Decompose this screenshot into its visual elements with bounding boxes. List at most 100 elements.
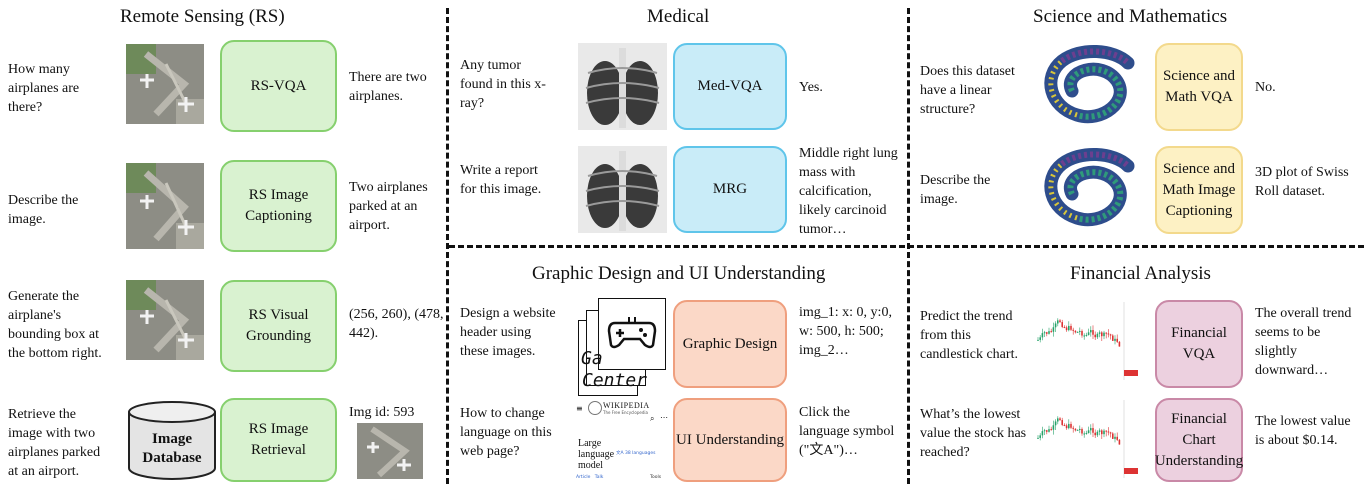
menu-icon: ≡ bbox=[576, 404, 583, 413]
airport-image bbox=[357, 423, 423, 479]
price-tag bbox=[1124, 370, 1138, 376]
wiki-subtitle: The Free Encyclopedia bbox=[603, 410, 648, 415]
rs-ret-task: RS Image Retrieval bbox=[220, 398, 337, 482]
candle-body bbox=[1063, 326, 1066, 328]
fin-chart-task: Financial Chart Understanding bbox=[1155, 398, 1243, 482]
wikipedia-screenshot: ≡ WIKIPEDIA The Free Encyclopedia ⌕ ⋯ La… bbox=[574, 398, 668, 484]
rs-cap-task: RS Image Captioning bbox=[220, 160, 337, 252]
candle-body bbox=[1112, 433, 1114, 439]
candle-body bbox=[1039, 435, 1041, 438]
swiss-roll-plot bbox=[1032, 144, 1140, 236]
sci-cap-task: Science and Math Image Captioning bbox=[1155, 146, 1243, 234]
candle-body bbox=[1037, 339, 1039, 341]
rs-grd-task: RS Visual Grounding bbox=[220, 280, 337, 372]
candle-body bbox=[1068, 325, 1070, 331]
candle-body bbox=[1063, 424, 1066, 426]
section-title-medical: Medical bbox=[647, 6, 710, 27]
candle-body bbox=[1074, 330, 1077, 333]
med-mrg-answer: Middle right lung mass with calcificatio… bbox=[799, 146, 898, 237]
fin-vqa-answer: The overall trend seems to be slightly d… bbox=[1255, 306, 1352, 378]
candle-body bbox=[1085, 334, 1088, 336]
candle-body bbox=[1083, 335, 1085, 337]
candle-body bbox=[1114, 338, 1116, 341]
candle-body bbox=[1057, 418, 1059, 422]
candle-body bbox=[1112, 335, 1114, 341]
candle-body bbox=[1068, 423, 1070, 429]
sci-cap-answer: 3D plot of Swiss Roll dataset. bbox=[1255, 165, 1349, 199]
article-title: Large language model bbox=[578, 438, 615, 471]
airport-image bbox=[126, 280, 204, 360]
candle-body bbox=[1103, 430, 1105, 435]
candle-body bbox=[1037, 437, 1039, 439]
candle-body bbox=[1087, 332, 1090, 335]
med-vqa-question: Any tumor found in this x-ray? bbox=[460, 58, 546, 111]
candle-body bbox=[1090, 330, 1092, 333]
candle-body bbox=[1054, 421, 1057, 426]
design-image-text-1: Ga bbox=[581, 348, 603, 369]
candle-body bbox=[1109, 432, 1112, 434]
rs-cap-question: Describe the image. bbox=[8, 193, 79, 227]
candle-body bbox=[1059, 418, 1061, 421]
candle-body bbox=[1070, 325, 1072, 330]
med-vqa-task: Med-VQA bbox=[673, 43, 787, 130]
rs-vqa-question: How many airplanes are there? bbox=[8, 62, 80, 115]
section-title-financial: Financial Analysis bbox=[1070, 263, 1211, 284]
divider-horizontal bbox=[449, 245, 1364, 248]
design-image-text-2: Center bbox=[582, 370, 648, 391]
candle-body bbox=[1105, 430, 1107, 432]
candle-body bbox=[1079, 330, 1081, 332]
candle-body bbox=[1054, 323, 1057, 328]
fin-chart-answer: The lowest value is about $0.14. bbox=[1255, 414, 1351, 448]
sci-vqa-task: Science and Math VQA bbox=[1155, 43, 1243, 131]
xray-image bbox=[578, 43, 667, 130]
candle-body bbox=[1065, 327, 1068, 331]
candle-body bbox=[1065, 425, 1068, 429]
candle-body bbox=[1083, 433, 1085, 435]
gd-task: Graphic Design bbox=[673, 300, 787, 388]
rs-vqa-task: RS-VQA bbox=[220, 40, 337, 132]
candle-body bbox=[1101, 332, 1103, 337]
ui-task: UI Understanding bbox=[673, 398, 787, 482]
fin-vqa-question: Predict the trend from this candlestick … bbox=[920, 309, 1018, 362]
candle-body bbox=[1107, 333, 1110, 335]
candle-body bbox=[1043, 430, 1046, 432]
airport-image bbox=[126, 163, 204, 249]
candle-body bbox=[1050, 429, 1052, 431]
section-title-rs: Remote Sensing (RS) bbox=[120, 6, 285, 27]
swiss-roll-plot bbox=[1032, 41, 1140, 133]
design-images-stack: Ga Center bbox=[578, 298, 668, 396]
candle-body bbox=[1046, 332, 1048, 334]
candle-body bbox=[1116, 338, 1118, 342]
rs-ret-question: Retrieve the image with two airplanes pa… bbox=[8, 407, 101, 479]
candle-body bbox=[1061, 322, 1063, 327]
candle-body bbox=[1061, 420, 1063, 425]
candle-body bbox=[1087, 430, 1090, 433]
candle-body bbox=[1072, 329, 1074, 331]
wikipedia-logo-icon bbox=[588, 401, 602, 415]
candle-body bbox=[1070, 423, 1072, 428]
candle-body bbox=[1114, 436, 1116, 439]
rs-cap-answer: Two airplanes parked at an airport. bbox=[349, 180, 428, 233]
candle-body bbox=[1092, 330, 1094, 335]
candle-body bbox=[1039, 337, 1041, 340]
fin-chart-question: What’s the lowest value the stock has re… bbox=[920, 407, 1027, 460]
candle-body bbox=[1081, 330, 1083, 336]
med-vqa-answer: Yes. bbox=[799, 80, 823, 95]
rs-grd-question: Generate the airplane's bounding box at … bbox=[8, 289, 102, 361]
candle-body bbox=[1041, 431, 1044, 436]
candle-body bbox=[1118, 341, 1121, 347]
candle-body bbox=[1052, 327, 1055, 332]
candle-body bbox=[1050, 331, 1052, 333]
database-label: Image Database bbox=[142, 431, 202, 466]
database-cylinder: Image Database bbox=[127, 400, 217, 482]
candle-body bbox=[1094, 432, 1096, 436]
rs-vqa-answer: There are two airplanes. bbox=[349, 70, 427, 104]
candle-body bbox=[1046, 430, 1048, 432]
candle-body bbox=[1048, 429, 1050, 432]
fin-vqa-task: Financial VQA bbox=[1155, 300, 1243, 388]
price-tag bbox=[1124, 468, 1138, 474]
sci-vqa-question: Does this dataset have a linear structur… bbox=[920, 64, 1015, 117]
ui-answer: Click the language symbol ("文A")… bbox=[799, 405, 895, 458]
article-tabs: Article Talk bbox=[576, 475, 604, 480]
candle-body bbox=[1041, 333, 1044, 338]
